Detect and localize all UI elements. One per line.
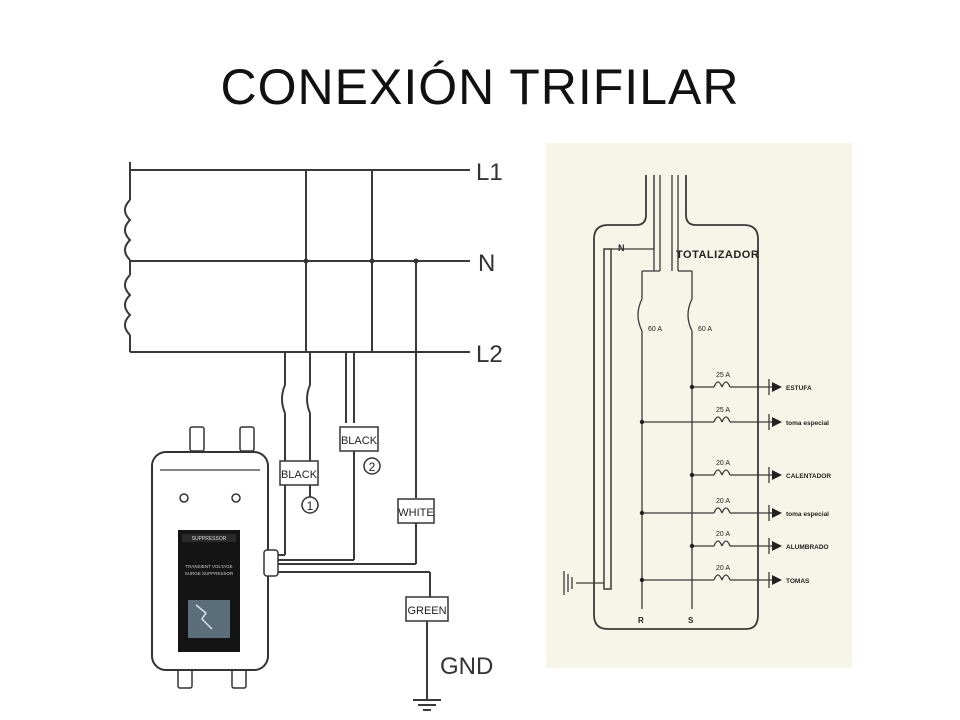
branch-breaker (713, 574, 731, 581)
branch-rating: 25 A (716, 407, 730, 414)
branch-breaker (713, 416, 731, 423)
branch-rating: 20 A (716, 565, 730, 572)
branch-load-label: toma especial (786, 420, 829, 427)
branch-load-label: ESTUFA (786, 385, 812, 392)
arrow-right-icon (772, 382, 782, 392)
branch-rating: 20 A (716, 498, 730, 505)
branch-rating: 25 A (716, 372, 730, 379)
surge-suppressor-device (151, 426, 279, 689)
branch-load-label: ALUMBRADO (786, 544, 829, 551)
branch-rating: 20 A (716, 531, 730, 538)
branch-load-label: toma especial (786, 511, 829, 518)
branch-circuit: 25 A ESTUFA (689, 372, 812, 395)
main-breaker-2-rating: 60 A (698, 326, 712, 333)
panel-distribution-diagram: N TOTALIZADOR 60 A 60 A R S 25 AESTUFA25… (546, 143, 852, 668)
device-label-line-1: TRANSIENT VOLTAGE (185, 564, 232, 569)
branch-circuit: 20 A CALENTADOR (689, 460, 831, 483)
arrow-right-icon (772, 541, 782, 551)
transformer-coil (124, 162, 132, 352)
panel-enclosure (593, 175, 759, 630)
branch-circuit: 20 A toma especial (639, 498, 829, 521)
arrow-right-icon (772, 470, 782, 480)
branch-circuit: 20 A ALUMBRADO (689, 531, 829, 554)
breaker-contact-2 (306, 384, 311, 414)
branch-breaker (713, 381, 731, 388)
breaker-contact-1 (281, 384, 286, 414)
neutral-bar (603, 248, 612, 590)
bus-r-label: R (638, 616, 644, 625)
device-label-brand: SUPPRESSOR (192, 536, 227, 542)
arrow-right-icon (772, 417, 782, 427)
black-wire-tag-1 (279, 460, 319, 486)
black-wire-tag-2-text: BLACK (341, 435, 378, 447)
branch-circuit: 25 A toma especial (639, 407, 829, 430)
bus-label-l2: L2 (476, 341, 503, 368)
black-wire-tag-2 (339, 426, 379, 452)
main-breaker-1 (637, 298, 643, 332)
bus-s-label: S (688, 616, 694, 625)
main-breaker-1-rating: 60 A (648, 326, 662, 333)
slide-title: CONEXIÓN TRIFILAR (220, 59, 740, 115)
ground-icon (563, 571, 573, 595)
panel-title: TOTALIZADOR (676, 249, 759, 261)
bus-label-l1: L1 (476, 159, 503, 186)
device-label-line-2: SURGE SUPPRESSOR (185, 571, 234, 576)
green-wire-tag-text: GREEN (407, 605, 446, 617)
branch-load-label: CALENTADOR (786, 473, 831, 480)
branch-circuit: 20 A TOMAS (639, 565, 810, 588)
arrow-right-icon (772, 575, 782, 585)
branch-load-label: TOMAS (786, 578, 810, 585)
black-wire-2-number: 2 (369, 460, 376, 474)
bus-label-n: N (478, 250, 495, 277)
surge-suppressor-wiring-diagram: L1 N L2 BLACK 1 BLACK 2 WHITE GREEN GND (124, 159, 503, 711)
black-wire-1-number: 1 (307, 499, 314, 513)
branch-rating: 20 A (716, 460, 730, 467)
white-wire-tag-text: WHITE (398, 507, 433, 519)
branch-breaker (713, 507, 731, 514)
gnd-label: GND (440, 653, 493, 680)
branch-breaker (713, 540, 731, 547)
neutral-label: N (618, 243, 625, 253)
black-wire-tag-1-text: BLACK (281, 469, 318, 481)
ground-icon (413, 699, 441, 711)
branch-breaker (713, 469, 731, 476)
arrow-right-icon (772, 508, 782, 518)
main-breaker-2 (687, 298, 693, 332)
